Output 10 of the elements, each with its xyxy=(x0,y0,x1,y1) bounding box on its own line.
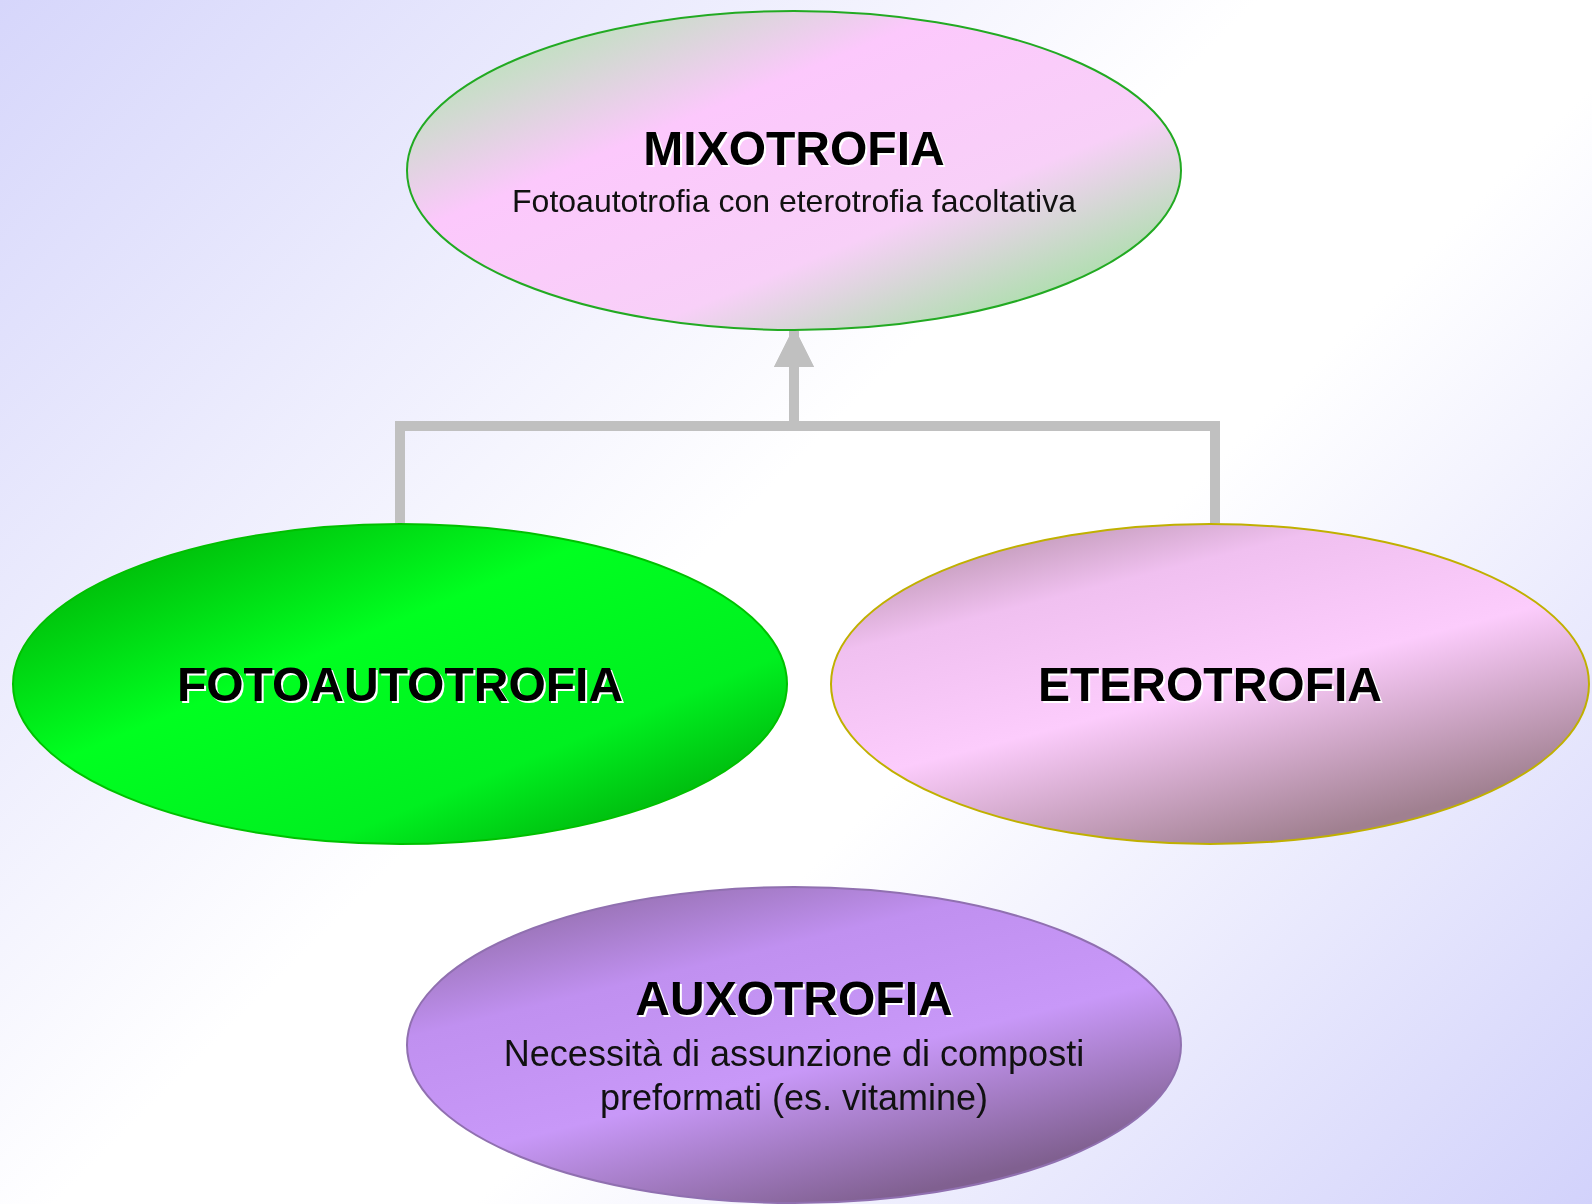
ellipse-node xyxy=(830,523,1590,845)
ellipse-node xyxy=(406,10,1182,331)
ellipse-node xyxy=(406,886,1182,1204)
ellipse-node xyxy=(12,523,788,845)
node-title: FOTOAUTOTROFIA xyxy=(176,656,624,712)
node-description: Necessità di assunzione di composti preformati (es. vitamine) xyxy=(502,1032,1086,1119)
node-title: ETEROTROFIA xyxy=(1038,656,1382,712)
node-title: MIXOTROFIA xyxy=(643,120,945,176)
node-title: AUXOTROFIA xyxy=(635,971,953,1027)
node-description: Fotoautotrofia con eterotrofia facoltativa xyxy=(512,181,1076,221)
